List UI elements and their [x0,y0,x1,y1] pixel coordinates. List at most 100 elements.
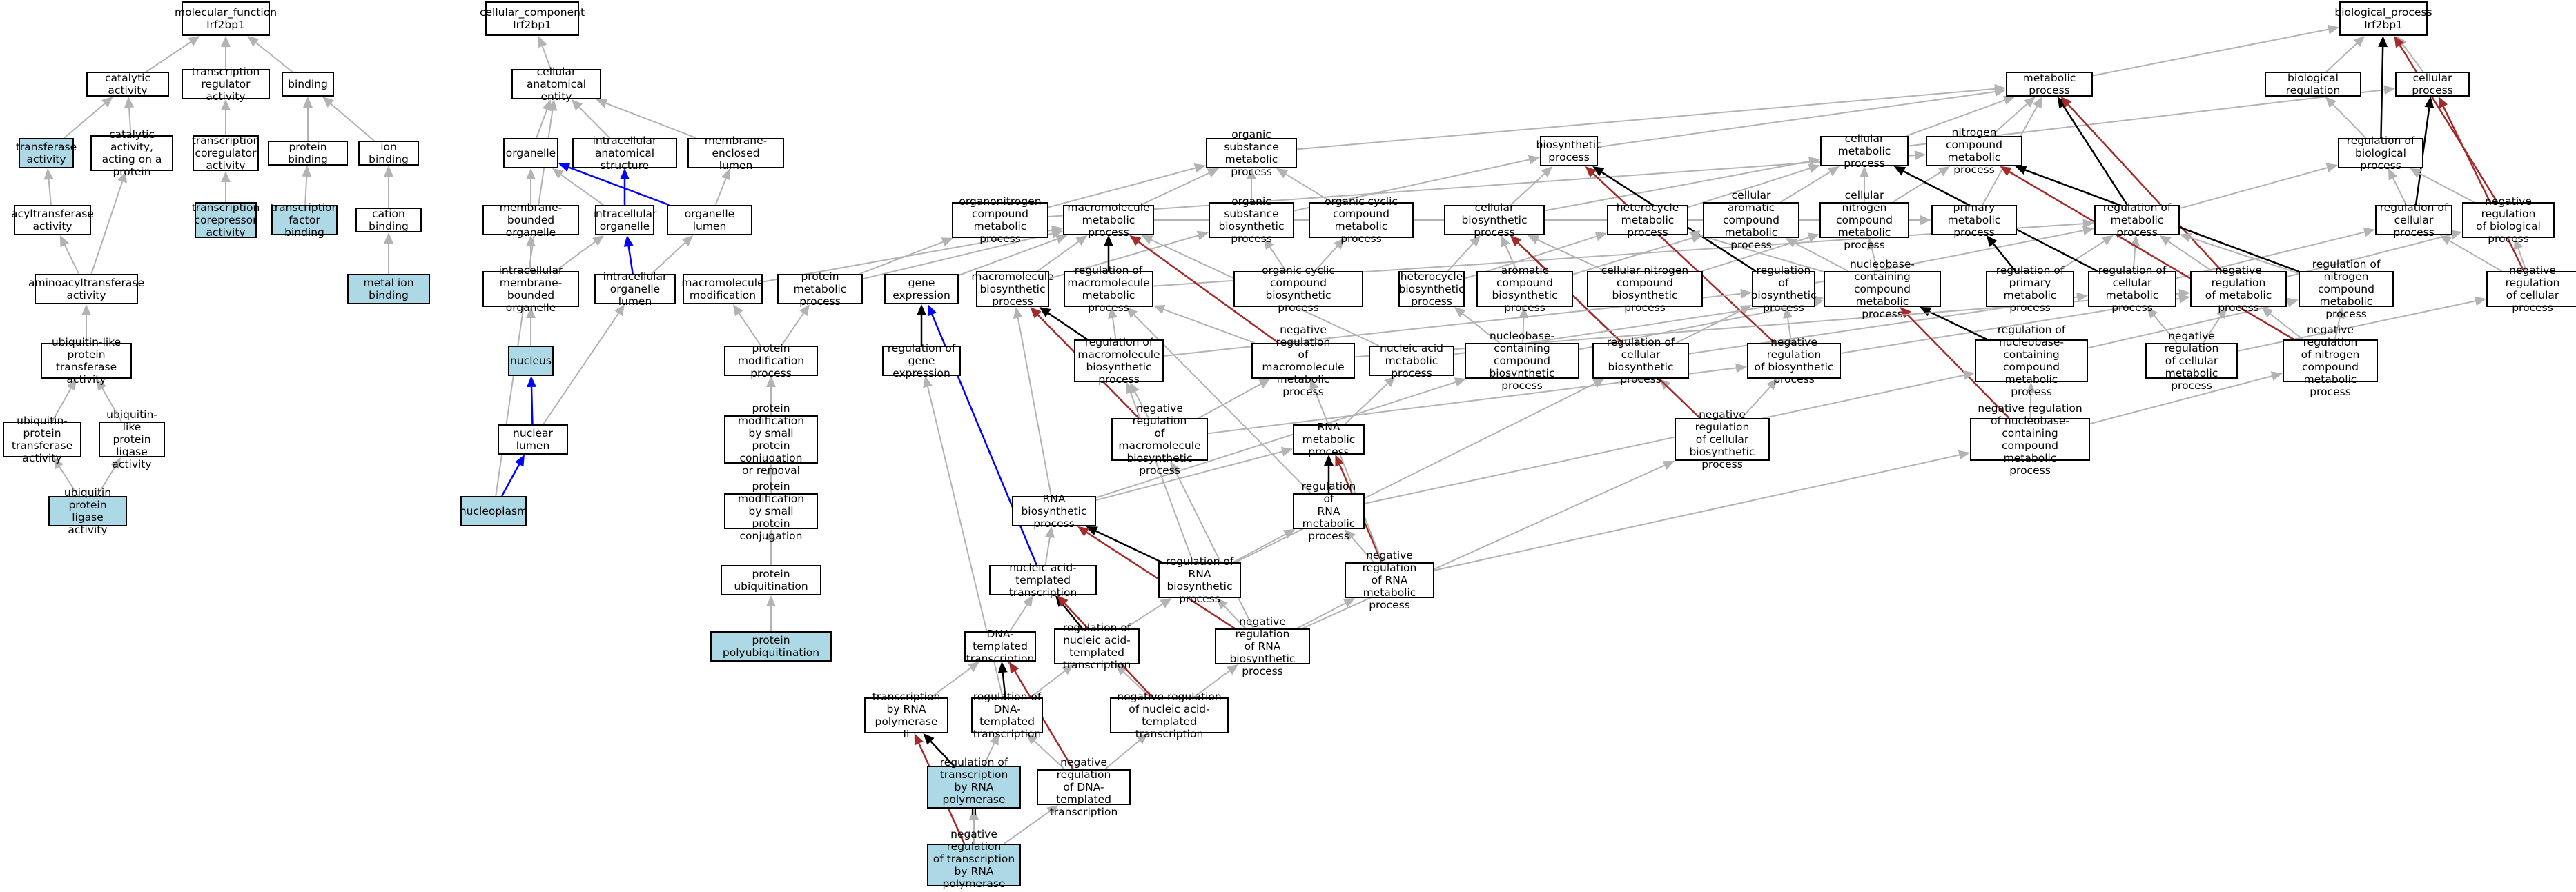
go-term-reg-cell-proc[interactable]: regulation of cellular process [2375,201,2452,239]
go-term-nucleoplasm[interactable]: nucleoplasm [460,496,527,526]
go-term-cc-root[interactable]: cellular_component Irf2bp1 [480,1,585,36]
go-term-prim-metab[interactable]: primary metabolic process [1931,201,2017,239]
go-term-cation-binding[interactable]: cation binding [355,208,422,232]
go-term-cae[interactable]: cellular anatomical entity [511,66,601,103]
go-term-neg-reg-t-rnap2[interactable]: negative regulation of transcription by … [927,828,1021,892]
go-term-ubl-transferase[interactable]: ubiquitin-like protein transferase activ… [41,336,132,386]
go-term-nucleobase-bio[interactable]: nucleobase-containing compound biosynthe… [1465,330,1579,392]
go-term-cell-n-metab[interactable]: cellular nitrogen compound metabolic pro… [1819,189,1909,251]
go-term-bp-root[interactable]: biological_process Irf2bp1 [2334,1,2432,36]
go-term-arom-metab[interactable]: cellular aromatic compound metabolic pro… [1703,189,1799,251]
go-term-nuclear-lumen[interactable]: nuclear lumen [498,424,568,455]
go-term-protein-ubiq[interactable]: protein ubiquitination [721,565,821,595]
go-term-reg-macromol-metab[interactable]: regulation of macromolecule metabolic pr… [1064,264,1153,314]
go-term-tr-corepressor[interactable]: transcription corepressor activity [191,201,260,239]
go-term-intra-mb-organelle[interactable]: intracellular membrane-bounded organelle [482,264,579,314]
go-term-protein-mod[interactable]: protein modification process [724,342,818,379]
go-term-cell-n-bio[interactable]: cellular nitrogen compound biosynthetic … [1587,264,1703,314]
go-term-neg-reg-cell-bio[interactable]: negative regulation of cellular biosynth… [1675,408,1770,470]
go-term-organic-subst-metab[interactable]: organic substance metabolic process [1206,128,1297,178]
go-term-rna-metab[interactable]: RNA metabolic process [1293,421,1365,458]
go-term-transferase[interactable]: transferase activity [16,138,77,168]
go-term-reg-metab[interactable]: regulation of metabolic process [2094,201,2180,239]
go-term-nucleus[interactable]: nucleus [508,346,554,376]
go-term-dna-t[interactable]: DNA-templated transcription [964,628,1036,665]
go-term-macromol-bio[interactable]: macromolecule biosynthetic process [971,270,1054,308]
go-term-neg-reg-metab[interactable]: negative regulation of metabolic process [2190,264,2287,314]
go-term-metab[interactable]: metabolic process [2006,72,2093,97]
go-term-neg-reg-n-metab[interactable]: negative regulation of nitrogen compound… [2283,324,2378,398]
go-term-bio-reg[interactable]: biological regulation [2265,72,2361,97]
go-term-neg-reg-macromol-bio[interactable]: negative regulation of macromolecule bio… [1111,402,1208,477]
go-term-macromol-metab[interactable]: macromolecule metabolic process [1063,201,1154,239]
go-term-heterocycle-bio[interactable]: heterocycle biosynthetic process [1398,270,1465,308]
go-term-cell-metab[interactable]: cellular metabolic process [1820,132,1909,170]
go-term-protein-mod-smp-cr[interactable]: protein modification by small protein co… [724,402,818,477]
go-term-organonitrogen[interactable]: organonitrogen compound metabolic proces… [952,195,1048,245]
go-term-neg-reg-rna-metab[interactable]: negative regulation of RNA metabolic pro… [1345,549,1434,611]
go-term-metal-ion[interactable]: metal ion binding [347,274,430,304]
go-term-arom-bio[interactable]: aromatic compound biosynthetic process [1476,264,1573,314]
go-term-ubl-ligase[interactable]: ubiquitin-like protein ligase activity [99,408,165,470]
go-term-nat[interactable]: nucleic acid-templated transcription [989,562,1097,599]
go-term-intra-org-lumen[interactable]: intracellular organelle lumen [594,270,676,308]
go-term-intra-anat[interactable]: intracellular anatomical structure [572,135,677,172]
go-term-neg-reg-rna-bio[interactable]: negative regulation of RNA biosynthetic … [1215,615,1310,677]
go-term-neg-reg-dna-t[interactable]: negative regulation of DNA-templated tra… [1037,756,1131,818]
go-term-reg-macromol-bio[interactable]: regulation of macromolecule biosynthetic… [1074,336,1164,386]
go-term-reg-nat[interactable]: regulation of nucleic acid-templated tra… [1054,622,1140,671]
go-term-organelle-lumen[interactable]: organelle lumen [667,205,752,235]
go-term-reg-n-metab[interactable]: regulation of nitrogen compound metaboli… [2299,258,2394,320]
go-term-protein-polyubiq[interactable]: protein polyubiquitination [710,631,832,662]
go-term-tr-coreg[interactable]: transcription coregulator activity [191,135,260,172]
go-term-reg-dna-t[interactable]: regulation of DNA-templated transcriptio… [971,691,1043,740]
go-term-tr-reg[interactable]: transcription regulator activity [182,66,270,103]
go-term-protein-mod-smp-c[interactable]: protein modification by small protein co… [724,480,818,542]
go-term-rna-bio[interactable]: RNA biosynthetic process [1012,493,1096,530]
go-term-nucleic-acid-metab[interactable]: nucleic acid metabolic process [1369,342,1454,379]
go-term-reg-biosyn[interactable]: regulation of biosynthetic process [1750,264,1817,314]
go-term-mf-root[interactable]: molecular_function Irf2bp1 [175,1,277,36]
go-term-reg-bio-proc[interactable]: regulation of biological process [2338,135,2423,172]
go-term-reg-cell-metab[interactable]: regulation of cellular metabolic process [2088,264,2176,314]
go-term-reg-rna-bio[interactable]: regulation of RNA biosynthetic process [1158,555,1241,605]
go-term-cell-proc[interactable]: cellular process [2395,72,2470,97]
go-term-neg-reg-biosyn[interactable]: negative regulation of biosynthetic proc… [1747,336,1841,386]
go-term-macromol-mod[interactable]: macromolecule modification [681,274,764,304]
go-term-organic-cyclic-bio[interactable]: organic cyclic compound biosynthetic pro… [1233,264,1363,314]
go-term-organelle[interactable]: organelle [503,138,558,168]
go-term-neg-reg-cell-proc[interactable]: negative regulation of cellular process [2486,264,2576,314]
go-term-reg-rna-metab[interactable]: regulation of RNA metabolic process [1293,480,1365,542]
go-term-cell-bio[interactable]: cellular biosynthetic process [1444,201,1545,239]
go-term-biosyn[interactable]: biosynthetic process [1536,136,1602,166]
go-term-tf-binding[interactable]: transcription factor binding [270,201,339,239]
go-term-t-rnap2[interactable]: transcription by RNA polymerase II [864,691,948,740]
go-term-ub-ligase[interactable]: ubiquitin protein ligase activity [48,486,127,536]
go-term-aminoacyltransferase[interactable]: aminoacyltransferase activity [28,274,144,304]
go-term-ub-transferase[interactable]: ubiquitin-protein transferase activity [3,415,81,464]
go-term-membrane-lumen[interactable]: membrane-enclosed lumen [687,135,784,172]
go-term-reg-t-rnap2[interactable]: regulation of transcription by RNA polym… [927,756,1021,818]
go-term-protein-binding[interactable]: protein binding [268,141,348,166]
go-term-neg-reg-bio-proc[interactable]: negative regulation of biological proces… [2462,195,2555,245]
go-term-neg-reg-cell-metab[interactable]: negative regulation of cellular metaboli… [2145,330,2238,392]
go-term-binding[interactable]: binding [282,72,334,97]
go-term-acyltransferase[interactable]: acyltransferase activity [11,205,94,235]
go-term-intra-organelle[interactable]: intracellular organelle [593,205,656,235]
go-term-nucleobase-metab[interactable]: nucleobase-containing compound metabolic… [1824,258,1941,320]
go-term-ion-binding[interactable]: ion binding [358,141,419,166]
go-term-reg-cell-bio[interactable]: regulation of cellular biosynthetic proc… [1592,336,1689,386]
go-term-mb-organelle[interactable]: membrane-bounded organelle [482,201,579,239]
go-term-reg-nucleobase-metab[interactable]: regulation of nucleobase-containing comp… [1975,324,2088,398]
go-term-neg-reg-nat[interactable]: negative regulation of nucleic acid-temp… [1110,691,1229,740]
go-term-catalytic[interactable]: catalytic activity [86,72,169,97]
go-term-protein-metab[interactable]: protein metabolic process [777,270,863,308]
go-term-neg-reg-nucleobase-metab[interactable]: negative regulation of nucleobase-contai… [1970,402,2090,477]
go-term-gene-expr[interactable]: gene expression [884,274,959,304]
go-term-organic-cyclic-metab[interactable]: organic cyclic compound metabolic proces… [1309,195,1414,245]
go-term-reg-prim-metab[interactable]: regulation of primary metabolic process [1986,264,2074,314]
go-term-heterocycle-metab[interactable]: heterocycle metabolic process [1607,201,1688,239]
go-term-organic-subst-bio[interactable]: organic substance biosynthetic process [1209,195,1294,245]
go-term-neg-reg-macromol-metab[interactable]: negative regulation of macromolecule met… [1251,324,1355,398]
go-term-cat-protein[interactable]: catalytic activity, acting on a protein [90,128,173,178]
